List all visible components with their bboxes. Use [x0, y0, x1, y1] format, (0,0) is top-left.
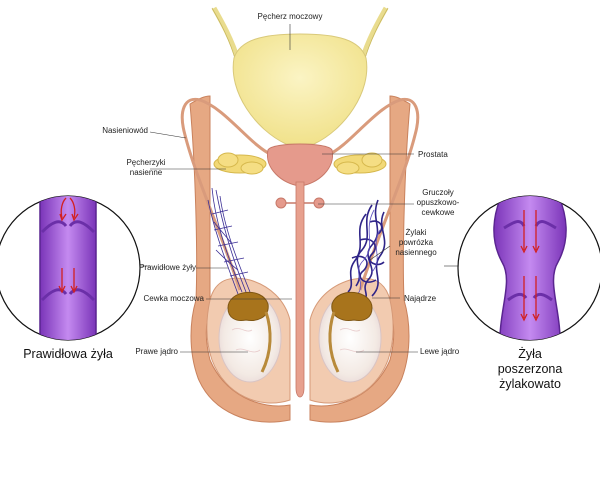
label-varicocele-1: Żylaki	[405, 228, 427, 237]
prostate	[266, 143, 334, 187]
right-epididymis	[227, 291, 272, 373]
varicose-veins	[347, 199, 386, 301]
label-bladder: Pęcherz moczowy	[257, 12, 323, 21]
label-seminal-vesicles-1: Pęcherzyki	[126, 158, 166, 167]
caption-varicose-1: Żyła	[518, 347, 542, 361]
label-urethra: Cewka moczowa	[143, 294, 204, 303]
label-prostate: Prostata	[418, 150, 448, 159]
label-varicocele-3: nasiennego	[395, 248, 437, 257]
urethra	[295, 181, 305, 398]
caption-varicose-3: żylakowato	[499, 377, 561, 391]
caption-normal-vein: Prawidłowa żyła	[23, 347, 113, 361]
label-epididymis: Najądrze	[404, 294, 437, 303]
vas-deferens	[180, 97, 420, 291]
bladder	[232, 33, 368, 145]
label-varicocele-2: powrózka	[398, 238, 434, 247]
label-glands-3: cewkowe	[421, 208, 455, 217]
bulbourethral-glands	[275, 197, 325, 209]
varicose-veins-light	[355, 209, 381, 297]
caption-varicose-2: poszerzona	[497, 362, 563, 376]
seminal-vesicles	[213, 152, 387, 175]
varicose-vein-inset	[457, 195, 600, 341]
normal-veins	[207, 187, 251, 295]
label-glands-1: Gruczoły	[422, 188, 454, 197]
label-left-testis: Lewe jądro	[420, 347, 460, 356]
label-glands-2: opuszkowo-	[416, 198, 460, 207]
leader-lines	[140, 24, 458, 353]
label-vas-deferens: Nasieniowód	[102, 126, 148, 135]
label-right-testis: Prawe jądro	[135, 347, 178, 356]
label-normal-veins: Prawidłowe żyły	[139, 263, 196, 272]
left-epididymis	[328, 291, 373, 373]
label-seminal-vesicles-2: nasienne	[129, 168, 163, 177]
normal-vein-inset	[0, 195, 141, 341]
